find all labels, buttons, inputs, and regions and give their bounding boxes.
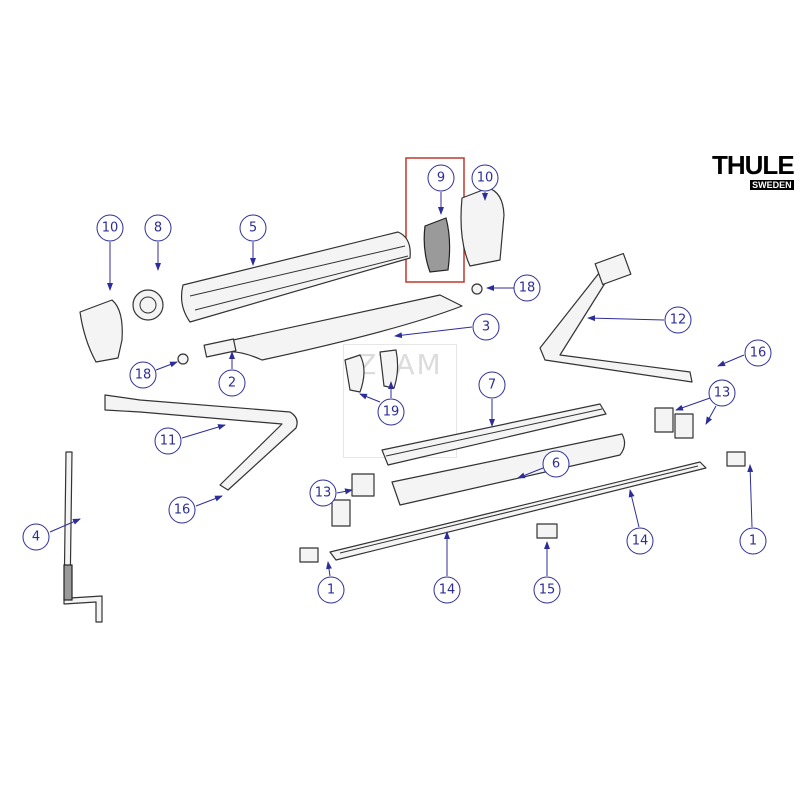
front-profile-7 — [381, 403, 607, 466]
svg-text:1: 1 — [327, 583, 335, 598]
callout-7: 7 — [478, 371, 506, 427]
callout-18-left: 18 — [129, 361, 178, 389]
svg-text:10: 10 — [102, 221, 119, 236]
bracket-13b — [654, 407, 674, 433]
callout-16-left: 16 — [168, 495, 223, 524]
svg-text:11: 11 — [160, 434, 177, 449]
svg-text:9: 9 — [437, 171, 445, 186]
svg-text:6: 6 — [552, 457, 560, 472]
callout-8: 8 — [144, 214, 172, 271]
callout-14-left: 14 — [433, 531, 461, 604]
bracket-13a — [351, 473, 375, 497]
svg-text:12: 12 — [670, 313, 687, 328]
callout-18-right: 18 — [486, 274, 541, 302]
clip-19b — [379, 349, 399, 389]
bracket-13c — [674, 413, 694, 439]
callout-13-left: 13 — [309, 479, 353, 507]
end-cap-left — [79, 299, 123, 363]
callout-9: 9 — [427, 164, 455, 215]
svg-text:19: 19 — [383, 405, 400, 420]
svg-text:13: 13 — [714, 386, 731, 401]
callout-6: 6 — [517, 450, 570, 479]
callout-13-right: 13 — [675, 379, 736, 425]
svg-text:2: 2 — [228, 376, 236, 391]
svg-text:8: 8 — [154, 221, 162, 236]
callout-2: 2 — [218, 351, 246, 397]
callout-11: 11 — [154, 424, 226, 455]
clip-19a — [344, 354, 365, 393]
svg-text:5: 5 — [249, 221, 257, 236]
callout-10-left: 10 — [96, 214, 124, 291]
svg-text:10: 10 — [477, 171, 494, 186]
callout-4: 4 — [22, 518, 81, 551]
callout-1-left: 1 — [317, 561, 345, 604]
callout-15: 15 — [533, 541, 561, 604]
cassette-profile — [180, 231, 411, 323]
crank-handle-4 — [63, 451, 103, 623]
svg-text:3: 3 — [482, 320, 490, 335]
svg-text:13: 13 — [315, 486, 332, 501]
slider-15 — [536, 523, 558, 539]
parts — [63, 187, 746, 623]
svg-text:1: 1 — [749, 534, 757, 549]
callout-14-right: 14 — [626, 489, 654, 555]
callout-16-right: 16 — [717, 339, 772, 367]
end-piece-1a — [299, 547, 319, 563]
callout-1-right: 1 — [739, 464, 767, 555]
svg-text:18: 18 — [519, 281, 536, 296]
watermark: ZYAM — [357, 348, 443, 381]
end-cap-right — [460, 187, 505, 267]
callout-5: 5 — [239, 214, 267, 266]
svg-text:14: 14 — [632, 534, 649, 549]
svg-text:15: 15 — [539, 583, 556, 598]
svg-text:18: 18 — [135, 368, 152, 383]
svg-text:4: 4 — [32, 530, 40, 545]
callout-3: 3 — [394, 313, 500, 341]
svg-text:14: 14 — [439, 583, 456, 598]
callout-10-right: 10 — [471, 164, 499, 201]
end-piece-1b — [726, 451, 746, 467]
gear-unit — [132, 289, 164, 321]
logo-subtext: SWEDEN — [750, 180, 794, 190]
cover-6 — [391, 433, 626, 506]
callout-19: 19 — [359, 381, 405, 426]
callout-12: 12 — [587, 306, 692, 334]
svg-text:16: 16 — [174, 503, 191, 518]
part-9-bracket — [423, 217, 451, 273]
svg-text:7: 7 — [488, 378, 496, 393]
arm-11 — [104, 394, 298, 491]
thule-logo: THULE SWEDEN — [712, 150, 795, 190]
fabric-roller — [209, 294, 463, 361]
logo-text: THULE — [712, 150, 795, 180]
svg-text:16: 16 — [750, 346, 767, 361]
